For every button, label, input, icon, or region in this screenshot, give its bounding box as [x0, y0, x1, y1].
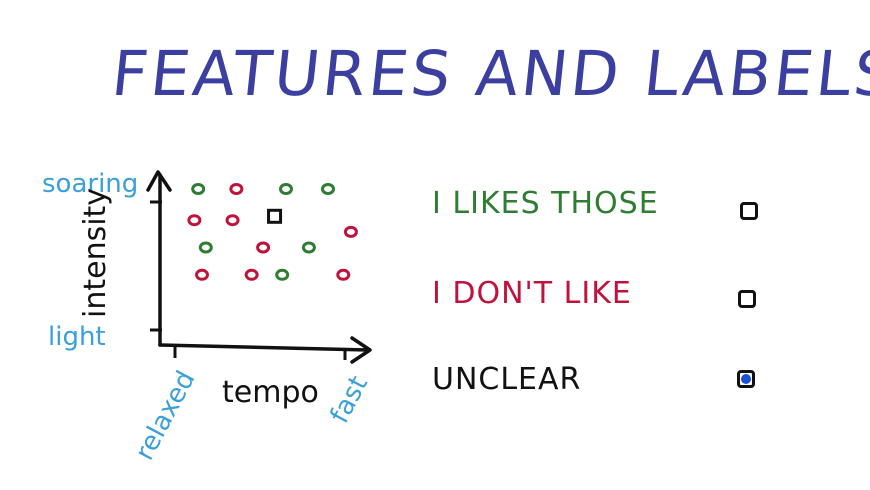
- point-like-1: [279, 183, 293, 195]
- point-like-4: [301, 241, 316, 254]
- point-dislike-7: [336, 268, 351, 281]
- point-dislike-0: [229, 183, 244, 195]
- scatter-points: [187, 183, 358, 281]
- x-tick-label-right: fast: [325, 371, 374, 428]
- option-label-unclear: UNCLEAR: [432, 362, 582, 397]
- point-dislike-3: [343, 225, 358, 238]
- plot-axes: [146, 170, 372, 364]
- point-dislike-4: [256, 241, 271, 254]
- point-like-2: [321, 183, 335, 195]
- x-axis-label: tempo: [222, 375, 319, 410]
- point-dislike-2: [225, 214, 240, 227]
- point-dislike-1: [187, 214, 202, 227]
- point-like-3: [198, 241, 213, 254]
- option-label-like: I LIKES THOSE: [432, 186, 659, 221]
- page-title: FEATURES AND LABELS: [108, 37, 870, 110]
- option-label-dislike: I DON'T LIKE: [432, 276, 632, 311]
- x-axis: [158, 343, 370, 352]
- point-dislike-5: [195, 268, 209, 281]
- option-radio-dislike[interactable]: [738, 290, 756, 308]
- x-tick-label-left: relaxed: [130, 366, 202, 465]
- x-axis-arrow: [350, 336, 372, 364]
- point-like-0: [191, 183, 206, 195]
- option-radio-unclear[interactable]: [737, 370, 755, 388]
- y-axis-label: intensity: [78, 188, 113, 318]
- y-tick-label-bottom: light: [48, 322, 106, 352]
- option-radio-like[interactable]: [740, 202, 758, 220]
- point-like-5: [275, 268, 290, 281]
- y-tick-label-top: soaring: [42, 169, 138, 199]
- y-axis-arrow: [146, 170, 172, 192]
- point-unclear-0: [267, 208, 283, 224]
- point-dislike-6: [244, 268, 259, 281]
